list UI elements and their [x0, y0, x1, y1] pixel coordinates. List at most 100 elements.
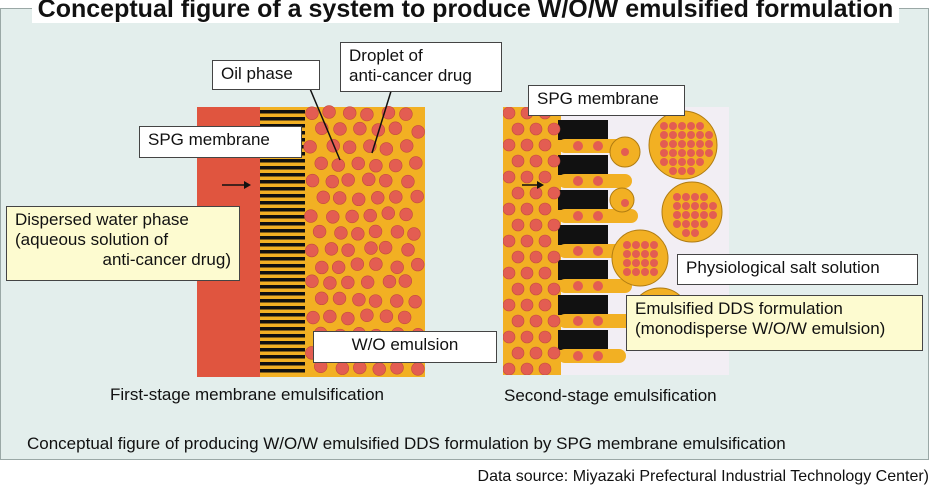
oil-droplet [351, 156, 365, 171]
oil-droplet [411, 362, 425, 376]
oil-droplet [547, 154, 561, 168]
emulsified-dds-label: Emulsified DDS formulation (monodisperse… [626, 295, 923, 351]
oil-droplet [314, 156, 328, 171]
inner-droplet [682, 220, 690, 228]
oil-droplet [407, 227, 421, 241]
inner-droplet [691, 202, 699, 210]
membrane-pore [260, 264, 305, 268]
inner-droplet [682, 229, 690, 237]
oil-droplet [529, 282, 543, 296]
inner-droplet [669, 131, 677, 139]
spg-membrane-label-left: SPG membrane [139, 126, 302, 158]
inner-droplet [700, 211, 708, 219]
membrane-pore [260, 243, 305, 247]
oil-droplet [408, 295, 422, 309]
oil-droplet [382, 274, 397, 289]
inner-droplet [673, 202, 681, 210]
inner-droplet [709, 202, 717, 210]
oil-droplet [511, 154, 525, 168]
oil-droplet [364, 241, 378, 255]
inner-droplet [641, 241, 649, 249]
inner-droplet [700, 220, 708, 228]
oil-droplet [398, 274, 413, 288]
oil-droplet [401, 174, 415, 189]
membrane-pore [260, 110, 305, 114]
oil-droplet [390, 361, 404, 375]
oil-droplet [547, 346, 561, 360]
oil-droplet [529, 122, 543, 136]
oil-droplet [538, 298, 552, 312]
oil-droplet [538, 138, 552, 152]
inner-droplet [678, 149, 686, 157]
membrane-pore [260, 222, 305, 226]
oil-droplet [503, 298, 516, 312]
oil-droplet [305, 243, 319, 258]
inner-droplet [678, 122, 686, 130]
oil-droplet [547, 250, 561, 264]
inner-droplet [641, 250, 649, 258]
membrane-pore [260, 334, 305, 338]
membrane-pore [260, 369, 305, 373]
oil-droplet [312, 224, 327, 239]
oil-droplet [341, 173, 355, 187]
inner-droplet [687, 131, 695, 139]
inner-droplet [669, 122, 677, 130]
oil-droplet [353, 360, 367, 375]
inner-droplet [687, 158, 695, 166]
inner-droplet [705, 149, 713, 157]
oil-droplet [399, 207, 413, 222]
droplet-label: Droplet of anti-cancer drug [340, 42, 502, 92]
membrane-block [558, 155, 608, 175]
membrane-pore [260, 292, 305, 296]
oil-droplet [322, 105, 336, 119]
oil-droplet [547, 122, 561, 136]
oil-droplet [593, 141, 603, 151]
oil-droplet [343, 106, 357, 120]
membrane-pore [260, 229, 305, 233]
oil-droplet [520, 138, 534, 152]
inner-droplet [623, 250, 631, 258]
oil-droplet [547, 186, 561, 200]
oil-droplet [379, 142, 394, 156]
inner-droplet [641, 259, 649, 267]
oil-droplet [520, 298, 534, 312]
inner-droplet [705, 131, 713, 139]
membrane-pore [260, 215, 305, 219]
oil-droplet [573, 281, 583, 291]
oil-droplet [333, 122, 347, 136]
first-stage-caption: First-stage membrane emulsification [110, 385, 384, 404]
oil-droplet [335, 361, 350, 375]
oil-droplet [529, 314, 543, 328]
oil-droplet [389, 190, 403, 204]
inner-droplet [705, 140, 713, 148]
oil-droplet [360, 107, 374, 122]
oil-droplet [593, 281, 603, 291]
dispersed-water-label: Dispersed water phase (aqueous solution … [6, 206, 240, 281]
inner-droplet [678, 167, 686, 175]
oil-droplet [378, 240, 393, 255]
oil-droplet [372, 362, 386, 376]
oil-droplet [351, 192, 366, 207]
oil-droplet [520, 362, 534, 375]
oil-droplet [573, 351, 583, 361]
inner-droplet [623, 241, 631, 249]
oil-droplet [305, 106, 319, 120]
membrane-pore [260, 362, 305, 366]
membrane-pore [260, 271, 305, 275]
oil-droplet [593, 351, 603, 361]
inner-droplet [691, 193, 699, 201]
oil-droplet [503, 330, 516, 344]
oil-droplet [520, 266, 534, 280]
inner-droplet [660, 122, 668, 130]
inner-droplet [641, 268, 649, 276]
oil-droplet [388, 158, 403, 173]
oil-droplet [573, 211, 583, 221]
oil-droplet [369, 159, 383, 173]
oil-droplet [538, 266, 552, 280]
inner-droplet [669, 140, 677, 148]
oil-droplet [331, 260, 346, 275]
oil-phase-leader [307, 83, 341, 161]
inner-droplet [650, 259, 658, 267]
inner-droplet [669, 167, 677, 175]
oil-droplet [360, 308, 374, 322]
